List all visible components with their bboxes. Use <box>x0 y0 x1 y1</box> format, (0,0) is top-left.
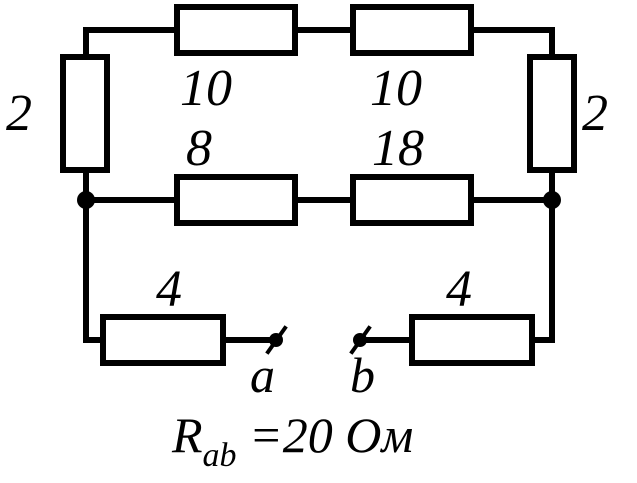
label-terminal-a: a <box>250 347 275 403</box>
label-top-right: 10 <box>370 60 422 117</box>
resistor-top-right <box>350 4 474 56</box>
resistor-left-top <box>60 54 110 173</box>
resistor-right-top <box>527 54 577 173</box>
junction-right <box>543 191 561 209</box>
label-bottom-left: 4 <box>156 261 182 318</box>
resistor-mid-right <box>350 174 474 226</box>
label-terminal-b: b <box>350 347 375 403</box>
label-mid-left: 8 <box>186 120 212 177</box>
formula-value: =20 Ом <box>237 407 414 463</box>
resistor-bottom-right <box>409 314 535 366</box>
terminal-b-marker <box>349 325 372 355</box>
junction-left <box>77 191 95 209</box>
terminal-a-marker <box>265 325 288 355</box>
label-left-top: 2 <box>6 85 32 142</box>
equivalent-resistance: Rab =20 Ом <box>171 407 413 474</box>
wire-top <box>83 27 555 60</box>
label-bottom-right: 4 <box>446 261 472 318</box>
resistor-mid-left <box>174 174 298 226</box>
label-right-top: 2 <box>582 85 608 142</box>
resistor-bottom-left <box>100 314 226 366</box>
formula-symbol: R <box>171 407 203 463</box>
label-mid-right: 18 <box>372 120 424 177</box>
resistor-top-left <box>174 4 298 56</box>
label-top-left: 10 <box>180 60 232 117</box>
formula-subscript: ab <box>203 437 237 474</box>
